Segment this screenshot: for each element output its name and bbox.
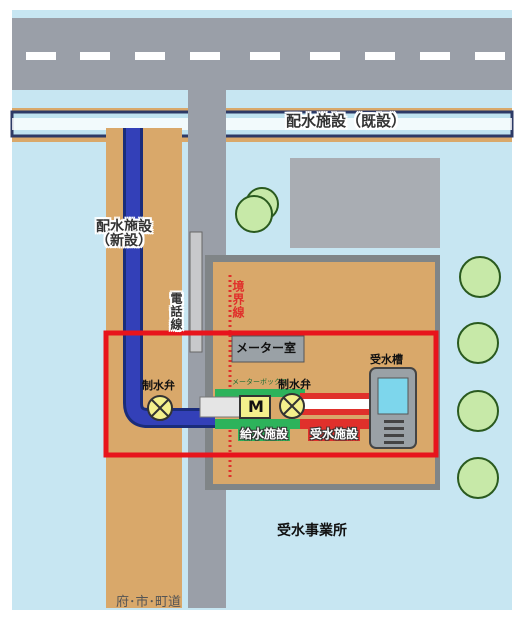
meter-box [239,395,271,419]
telephone-line-label: 電話線 [169,292,183,331]
stop-valve-right [279,393,305,419]
meter-symbol: M [248,397,264,416]
meter-room [231,335,305,363]
water-tank [369,367,417,449]
building-top [290,158,440,248]
boundary-line-label: 境界線 [231,280,245,319]
telephone-pole [189,231,203,353]
highlight-frame [103,330,439,458]
stop-valve-left-label: 制水弁 [142,379,175,392]
stop-valve-left [147,395,173,421]
meter-room-label: メーター室 [236,341,297,355]
supply-facility-label: 給水施設 [238,427,291,441]
facility-label: 受水事業所 [277,523,347,539]
meter-top-line [215,389,305,397]
road-label: 府･市･町道 [116,595,182,610]
water-tank-label: 受水槽 [370,353,403,366]
new-main-pipe [126,128,215,425]
existing-main-label: 配水施設（既設） [286,112,407,130]
new-main-ground [106,128,182,608]
receiving-facility-label: 受水施設 [308,427,361,441]
new-main-label: 配水施設 （新設） [96,219,152,249]
stop-valve-right-label: 制水弁 [278,378,311,391]
trees [235,187,501,499]
road-dashes [26,52,505,60]
meter-box-label: メーターボックス [232,378,288,386]
supply-pipe-green [215,419,305,429]
receiving-pipe-lower [300,419,378,429]
